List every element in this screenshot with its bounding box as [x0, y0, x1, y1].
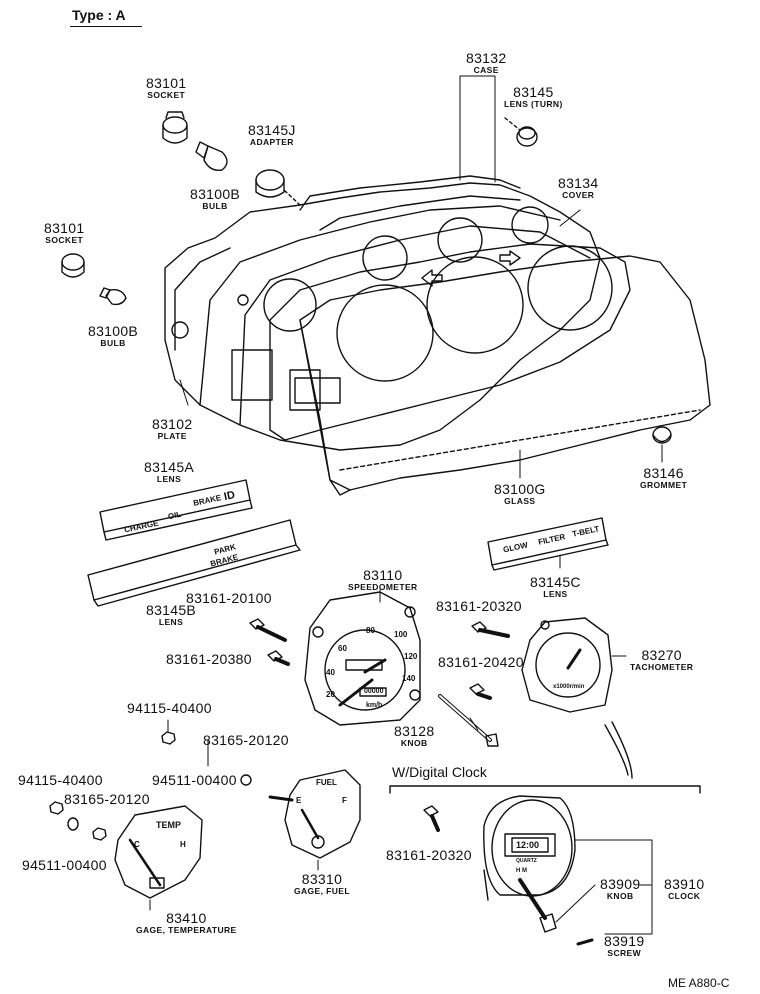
temp-label: TEMP [156, 820, 182, 830]
type-underline [70, 26, 142, 27]
speedo-tick-100: 100 [394, 630, 408, 639]
cover-83134 [269, 243, 631, 441]
lens-83145A [99, 479, 253, 541]
nut-83165-20120-a [92, 827, 107, 841]
lens-turn-83145 [504, 117, 538, 147]
part-label-83161-20320-a: 83161-20320 [436, 598, 522, 614]
bulb-83100B-left [99, 287, 127, 306]
speedo-tick-140: 140 [402, 674, 416, 683]
part-label-83161-20320-b: 83161-20320 [386, 847, 472, 863]
lens-83145C [487, 517, 609, 571]
lens-a-id-text: ID [222, 488, 237, 504]
part-label-94511-00400-a: 94511-00400 [152, 772, 237, 788]
part-label-83161-20380: 83161-20380 [166, 651, 252, 667]
digital-clock-bracket [389, 785, 701, 794]
leader-lines [149, 75, 663, 935]
part-label-83165-20120-a: 83165-20120 [203, 732, 289, 748]
plate-housing [164, 182, 601, 451]
adapter-83145J [255, 169, 301, 206]
knob-83128 [438, 694, 499, 747]
fuel-e: E [296, 796, 302, 805]
speedo-tick-20: 20 [326, 690, 335, 699]
fuel-label: FUEL [316, 778, 337, 787]
screw-83161-20420 [469, 683, 492, 700]
speedo-odometer: 00000 [364, 688, 384, 695]
part-label-94115-40400-b: 94115-40400 [18, 772, 103, 788]
screw-83919 [576, 938, 594, 946]
fuel-f: F [342, 796, 347, 805]
type-label: Type : A [72, 7, 126, 23]
digital-clock-section-title: W/Digital Clock [392, 764, 487, 780]
socket-83101-left [61, 253, 85, 278]
digital-clock-83910 [483, 795, 576, 933]
temp-c: C [134, 840, 140, 849]
bulb-83100B-top [195, 141, 228, 171]
clock-time: 12:00 [516, 840, 540, 850]
speedo-tick-120: 120 [404, 652, 418, 661]
part-label-94511-00400-b: 94511-00400 [22, 857, 107, 873]
drawing-code: ME A880-C [668, 976, 730, 990]
socket-83101-top [162, 111, 188, 144]
speedo-tick-60: 60 [338, 644, 347, 653]
washer-94511-00400-b [67, 817, 79, 831]
speedo-tick-40: 40 [326, 668, 335, 677]
screw-83161-20100 [249, 618, 287, 642]
screw-83161-20380 [267, 650, 290, 666]
fuel-gage-83310 [268, 769, 361, 859]
screw-83161-20320-a [471, 621, 510, 638]
clock-buttons: H M [516, 868, 527, 874]
tachometer-83270 [521, 617, 633, 779]
nut-94115-40400-a [161, 731, 176, 745]
meter-case-assembly [164, 175, 601, 451]
speedo-tick-80: 80 [366, 626, 375, 635]
clock-brand: QUARTZ [516, 858, 537, 864]
nut-94115-40400-b [49, 801, 64, 815]
speedo-unit: km/h [366, 702, 383, 709]
part-label-83161-20420: 83161-20420 [438, 654, 524, 670]
part-label-94115-40400-a: 94115-40400 [127, 700, 212, 716]
part-label-83165-20120-b: 83165-20120 [64, 791, 150, 807]
lens-83145B [87, 519, 301, 607]
screw-83161-20320-b [423, 805, 440, 832]
washer-94511-00400-a [240, 774, 252, 786]
tacho-unit: x1000r/min [553, 684, 585, 690]
part-label-83161-20100: 83161-20100 [186, 590, 272, 606]
glass-83100G [299, 255, 711, 496]
temp-h: H [180, 840, 186, 849]
speedometer-83110 [304, 591, 421, 726]
grommet-83146 [652, 426, 672, 444]
temperature-gage-83410 [114, 805, 203, 899]
